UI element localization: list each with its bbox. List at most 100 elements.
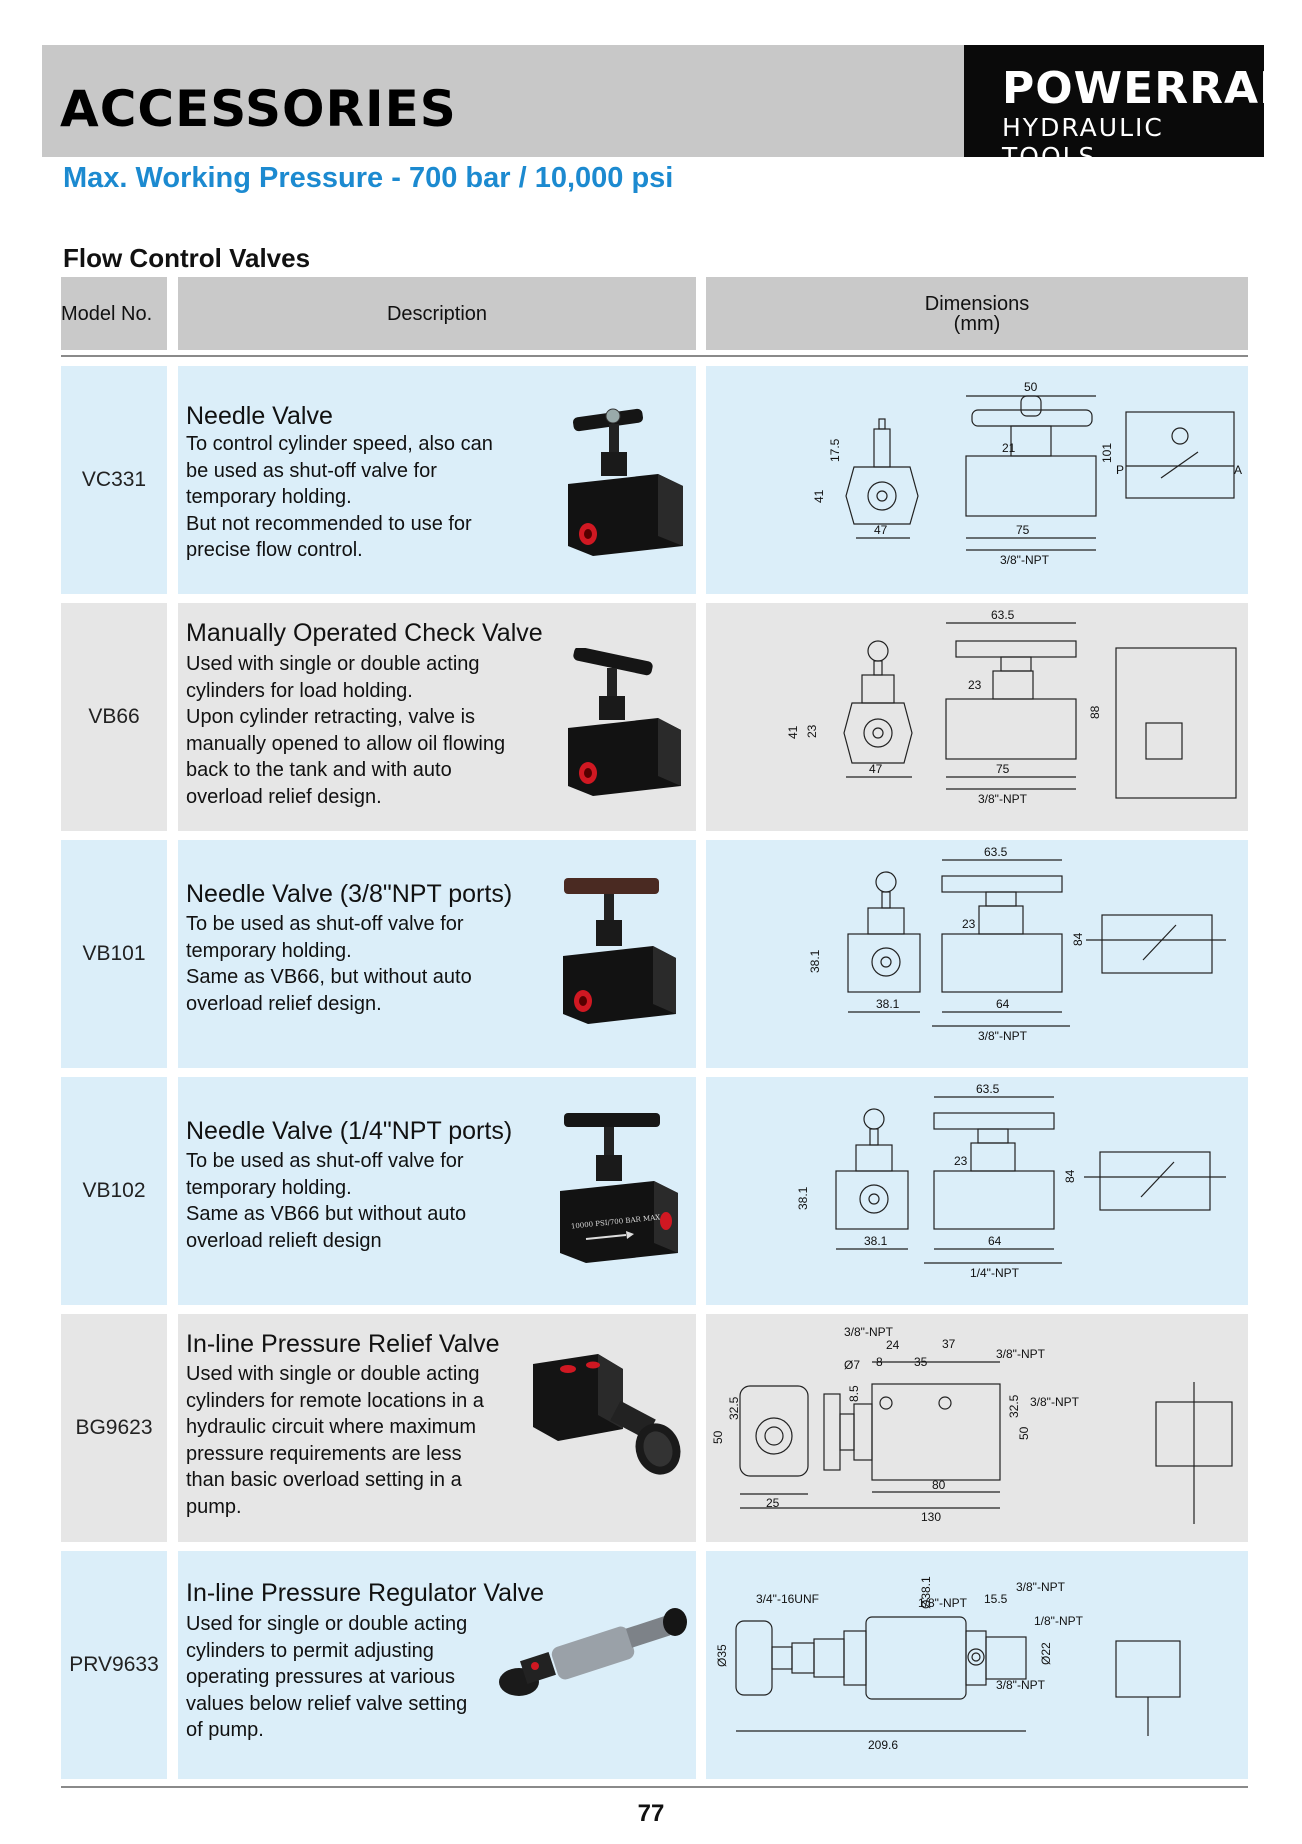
description-line: operating pressures at various [186, 1666, 456, 1688]
dim-label: 80 [932, 1478, 946, 1492]
description-line: To be used as shut-off valve for [186, 1150, 464, 1172]
dimension-drawing: 63.5 23 84 38.1 38.1 64 3/8"-NPT [808, 845, 1226, 1043]
table-row: VB66 Manually Operated Check Valve Used … [0, 603, 1302, 831]
dim-label: 88 [1088, 705, 1102, 719]
dim-label: Ø22 [1039, 1642, 1053, 1665]
dim-label: 130 [921, 1510, 941, 1524]
dim-label: 75 [996, 762, 1010, 776]
dim-label: 1/8"-NPT [1034, 1614, 1084, 1628]
description-line: temporary holding. [186, 939, 352, 962]
dim-label: 24 [886, 1338, 900, 1352]
dim-label: 41 [786, 725, 800, 739]
section-title: Flow Control Valves [63, 243, 311, 273]
needle-valve-photo [563, 878, 676, 1024]
description-line: hydraulic circuit where maximum [186, 1416, 477, 1438]
dim-label: 32.5 [727, 1396, 741, 1420]
product-description: To be used as shut-off valve for tempora… [186, 1148, 466, 1254]
description-line: of pump. [186, 1719, 264, 1741]
dim-label: 38.1 [796, 1186, 810, 1210]
description-cell: Manually Operated Check Valve Used with … [178, 603, 696, 831]
dim-label: 3/8"-NPT [978, 1029, 1028, 1043]
regulator-valve-photo [499, 1608, 687, 1696]
description-cell: In-line Pressure Regulator Valve Used fo… [178, 1551, 696, 1779]
brand-logo: POWERRAM HYDRAULIC TOOLS [964, 45, 1302, 171]
dim-label: 38.1 [876, 997, 900, 1011]
dimension-drawing-cell: 3/8"-NPT 24 37 3/8"-NPT Ø7 8 35 8.5 50 3… [706, 1314, 1248, 1542]
product-description: Used with single or double acting cylind… [186, 651, 505, 810]
description-line: back to the tank and with auto [186, 759, 452, 781]
product-title: In-line Pressure Relief Valve [186, 1330, 500, 1358]
dim-label: 25 [766, 1496, 780, 1510]
dim-label: 64 [988, 1234, 1002, 1248]
model-cell: PRV9633 [61, 1551, 167, 1779]
description-cell: In-line Pressure Relief Valve Used with … [178, 1314, 696, 1542]
needle-valve-photo [568, 408, 683, 556]
table-row: BG9623 In-line Pressure Relief Valve Use… [0, 1314, 1302, 1542]
model-cell: VB102 [61, 1077, 167, 1305]
description-line: cylinders for load holding. [186, 679, 413, 702]
dim-label: 209.6 [868, 1738, 898, 1752]
description-line: To be used as shut-off valve for [186, 913, 464, 935]
dimension-drawing-cell: 3/4"-16UNF Ø38.1 1/8"-NPT 15.5 3/8"-NPT … [706, 1551, 1248, 1779]
port-label: A [1234, 463, 1242, 477]
dim-label: 101 [1100, 443, 1114, 463]
dimension-drawing-cell: 63.5 23 88 41 23 47 75 3/8"-NPT [706, 603, 1248, 831]
table-row: VB101 Needle Valve (3/8"NPT ports) To be… [0, 840, 1302, 1068]
dimension-drawing: 63.5 23 84 38.1 38.1 64 1/4"-NPT [796, 1082, 1226, 1280]
dim-label: 41 [812, 489, 826, 503]
dim-label: 63.5 [984, 845, 1008, 859]
description-line: But not recommended to use for [186, 512, 472, 535]
dim-label: 1/8"-NPT [918, 1596, 968, 1610]
header-model-no: Model No. [61, 277, 167, 350]
description-cell: Needle Valve To control cylinder speed, … [178, 366, 696, 594]
product-description: Used for single or double acting cylinde… [186, 1611, 467, 1744]
description-line: pump. [186, 1495, 242, 1518]
brand-name: POWERRAM [1002, 63, 1302, 114]
product-title: Needle Valve (3/8"NPT ports) [186, 880, 513, 908]
product-description: To be used as shut-off valve for tempora… [186, 911, 472, 1017]
description-line: temporary holding. [186, 1176, 352, 1199]
table-row: VB102 Needle Valve (1/4"NPT ports) To be… [0, 1077, 1302, 1305]
model-cell: VC331 [61, 366, 167, 594]
dim-label: 17.5 [828, 438, 842, 462]
description-line: cylinders to permit adjusting [186, 1639, 434, 1662]
description-line: To control cylinder speed, also can [186, 433, 493, 455]
dim-label: 3/8"-NPT [844, 1325, 894, 1339]
description-line: overload relief design. [186, 992, 382, 1015]
dim-label: 23 [962, 917, 976, 931]
footer-rule [61, 1786, 1248, 1788]
product-title: Needle Valve (1/4"NPT ports) [186, 1117, 513, 1145]
dimension-drawing: 3/4"-16UNF Ø38.1 1/8"-NPT 15.5 3/8"-NPT … [715, 1576, 1181, 1752]
dim-label: 50 [1024, 380, 1038, 394]
description-line: Same as VB66 but without auto [186, 1203, 467, 1225]
description-line: temporary holding. [186, 486, 352, 508]
description-line: Used for single or double acting [186, 1613, 468, 1635]
description-cell: Needle Valve (3/8"NPT ports) To be used … [178, 840, 696, 1068]
dimension-drawing: 63.5 23 88 41 23 47 75 3/8"-NPT [786, 608, 1237, 806]
product-title: In-line Pressure Regulator Valve [186, 1579, 545, 1607]
description-line: be used as shut-off valve for [186, 459, 437, 482]
description-line: overload relief design. [186, 785, 382, 808]
brand-tagline: HYDRAULIC TOOLS [1002, 113, 1164, 171]
description-line: Upon cylinder retracting, valve is [186, 706, 476, 728]
header-dimensions-label: Dimensions [924, 292, 1030, 315]
page-number: 77 [637, 1800, 665, 1827]
dim-label: 38.1 [864, 1234, 888, 1248]
dim-label: 84 [1071, 932, 1085, 946]
product-description: To control cylinder speed, also can be u… [186, 431, 493, 564]
model-cell: VB66 [61, 603, 167, 831]
model-cell: VB101 [61, 840, 167, 1068]
dim-label: 15.5 [984, 1592, 1008, 1606]
dimension-drawing-cell: 63.5 23 84 38.1 38.1 64 3/8"-NPT [706, 840, 1248, 1068]
dim-label: 3/8"-NPT [996, 1347, 1046, 1361]
relief-valve-photo [533, 1354, 681, 1475]
needle-valve-photo: 10000 PSI/700 BAR MAX [560, 1113, 678, 1263]
description-line: cylinders for remote locations in a [186, 1389, 484, 1412]
header-band [42, 45, 964, 157]
dim-label: 3/8"-NPT [996, 1678, 1046, 1692]
header-rule [61, 355, 1248, 357]
check-valve-photo [568, 648, 681, 796]
dim-label: 47 [874, 523, 888, 537]
dim-label: 8 [876, 1355, 883, 1369]
product-title: Needle Valve [186, 402, 333, 430]
